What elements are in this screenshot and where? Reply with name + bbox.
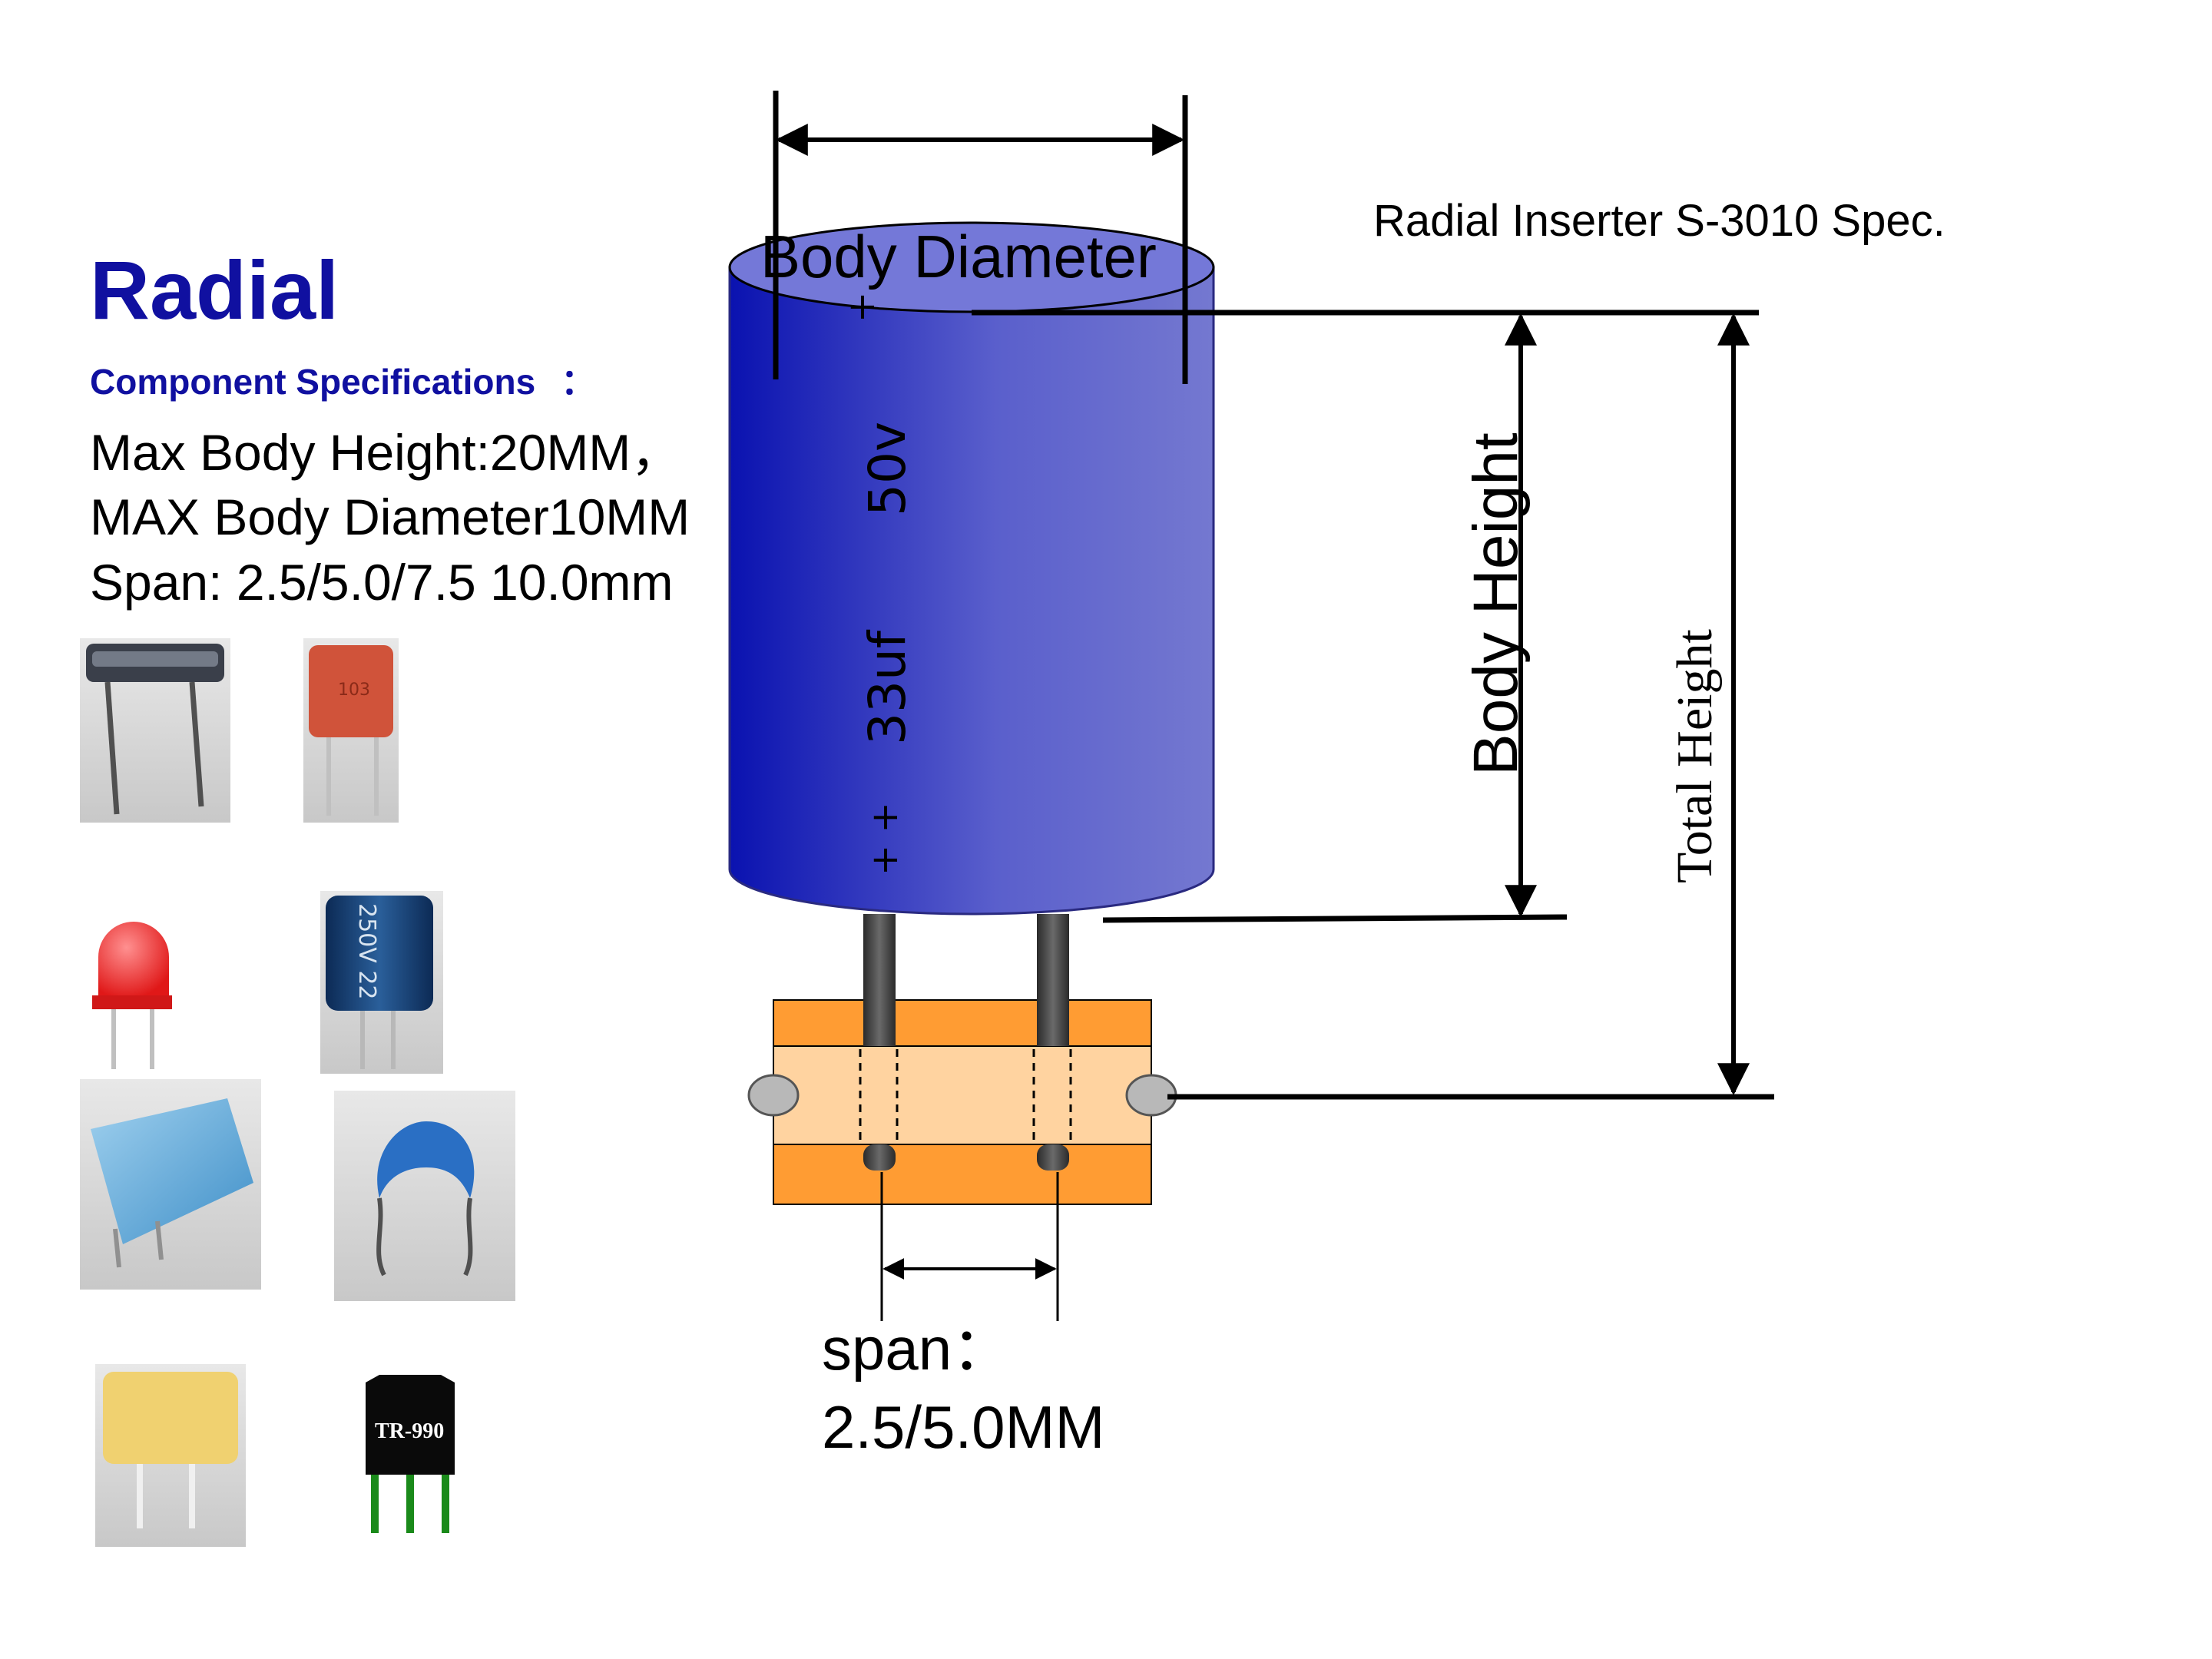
span-dimension: span： 2.5/5.0MM: [822, 1172, 1104, 1461]
left-pin-hole: [747, 1074, 800, 1117]
component-specs-colon: ：: [561, 362, 596, 402]
component-specs-heading: Component Specifications ：: [90, 362, 596, 402]
span-label: span：: [822, 1315, 1012, 1382]
spec-max-body-height: Max Body Height:20MM，: [90, 424, 681, 481]
electrolytic-capacitor-marking: 250V 22: [353, 903, 380, 1000]
electrolytic-capacitor-photo: 250V 22: [320, 891, 443, 1074]
total-height-label: Total Height: [1667, 629, 1723, 883]
capacitor-plus-top: +: [840, 292, 883, 323]
capacitor-body: + 50v 33uf + +: [728, 221, 1215, 916]
capacitor-plus-bottom: + +: [863, 802, 906, 876]
span-value: 2.5/5.0MM: [822, 1393, 1104, 1461]
spec-span: Span: 2.5/5.0/7.5 10.0mm: [90, 554, 673, 611]
component-specs-label: Component Specifications: [90, 362, 535, 402]
total-height-dimension: Total Height: [1167, 313, 1774, 1100]
capacitor-capacitance-marking: 33uf: [858, 629, 917, 745]
body-height-label: Body Height: [1461, 432, 1531, 776]
body-diameter-dimension: Body Diameter: [760, 91, 1188, 384]
red-led-photo: [92, 922, 172, 1069]
crystal-oscillator-photo: [80, 638, 230, 823]
spec-max-body-diameter: MAX Body Diameter10MM: [90, 488, 690, 545]
capacitor-voltage-marking: 50v: [858, 422, 917, 516]
film-capacitor-red-photo: 103: [303, 638, 399, 823]
page-title: Radial: [90, 243, 339, 336]
capacitor-leads: [863, 914, 1069, 1171]
yellow-fuse-photo: [95, 1364, 246, 1547]
transistor-marking: TR-990: [375, 1419, 444, 1443]
transistor-photo: TR-990: [366, 1375, 455, 1533]
blue-box-capacitor-photo: [80, 1079, 261, 1290]
film-capacitor-marking: 103: [338, 680, 370, 700]
ceramic-disc-capacitor-photo: [334, 1091, 515, 1301]
insertion-holder: [747, 999, 1177, 1205]
body-diameter-label: Body Diameter: [760, 223, 1157, 290]
inserter-spec-header: Radial Inserter S-3010 Spec.: [1373, 196, 1945, 246]
body-height-dimension: Body Height: [972, 310, 1759, 923]
